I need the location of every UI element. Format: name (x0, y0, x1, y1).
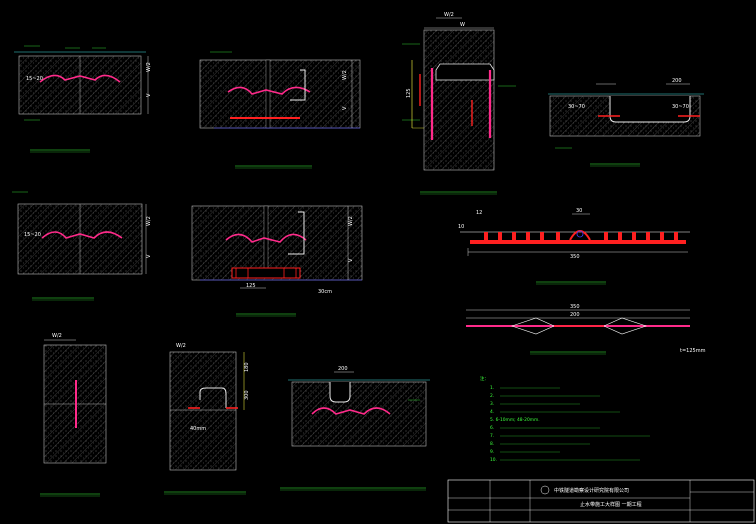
dim-180: 180 (244, 362, 250, 372)
detail-3: W/2 W 125 (402, 12, 516, 195)
dim-w2-j: W/2 (176, 343, 186, 349)
dim-125-f: 125 (246, 283, 256, 289)
detail-8: 350 200 t=125mm (466, 304, 706, 355)
note-line-9: 9. (490, 449, 494, 455)
note-line-10: 10. (490, 457, 497, 463)
dim-10: 10 (458, 224, 464, 230)
drawing-title: 止水带施工大样图 一期工程 (580, 501, 642, 508)
dim-12: 12 (476, 210, 482, 216)
note-line-2: 2. (490, 393, 494, 399)
note-line-7: 7. (490, 433, 494, 439)
dim-w2: W/2 (146, 62, 152, 72)
dim-v: V (146, 93, 152, 97)
notes-block: 注： 1. 2. 3. 4. 5. 6-10mm; 48-20mm. 6. 7.… (480, 375, 650, 463)
dim-angle: 15~20 (26, 76, 43, 82)
detail-6: 125 30cm W/2 V (191, 205, 363, 317)
detail-9: W/2 (40, 333, 107, 497)
dim-angle-e: 15~20 (24, 232, 41, 238)
detail-5: W/2 V 15~20 (12, 191, 152, 301)
note-line-6: 6. (490, 425, 494, 431)
dim-w2-c: W/2 (444, 12, 454, 18)
title-block: 中铁隧道勘察设计研究院有限公司 止水带施工大样图 一期工程 (447, 479, 755, 523)
dim-t125: t=125mm (680, 348, 706, 354)
company-name: 中铁隧道勘察设计研究院有限公司 (554, 487, 629, 494)
detail-10: 180 300 W/2 40mm (164, 343, 250, 495)
dim-30cm: 30cm (318, 289, 332, 295)
dim-w2-f: W/2 (348, 216, 354, 226)
dim-125: 125 (406, 88, 412, 98)
note-line-4: 4. (490, 409, 494, 415)
note-line-5: 5. 6-10mm; 48-20mm. (490, 417, 540, 423)
dim-30-g: 30 (576, 208, 582, 214)
dim-200-d: 200 (672, 78, 682, 84)
dim-200-k: 200 (338, 366, 348, 372)
notes-title: 注： (480, 375, 489, 382)
note-line-8: 8. (490, 441, 494, 447)
note-line-1: 1. (490, 385, 494, 391)
dim-v-b: V (342, 106, 348, 110)
detail-2: W/2 V (199, 51, 361, 169)
dim-v-f: V (348, 258, 354, 262)
detail-1: W/2 V 15~20 (14, 45, 152, 153)
dim-w2-e: W/2 (146, 216, 152, 226)
dim-350-h: 350 (570, 304, 580, 310)
dim-30-70: 30~70 (568, 104, 585, 110)
dim-w-c: W (460, 22, 465, 28)
dim-40mm: 40mm (190, 426, 206, 432)
detail-11: 200 (280, 366, 430, 491)
note-line-3: 3. (490, 401, 494, 407)
dim-200-h: 200 (570, 312, 580, 318)
dim-30-70-b: 30~70 (672, 104, 689, 110)
detail-4: 200 30~70 30~70 (548, 78, 704, 167)
dim-w2-b: W/2 (342, 70, 348, 80)
dim-300: 300 (244, 390, 250, 400)
dim-w2-i: W/2 (52, 333, 62, 339)
dim-v-e: V (146, 254, 152, 258)
detail-7: 30 12 10 350 (458, 208, 690, 285)
dim-350-g: 350 (570, 254, 580, 260)
